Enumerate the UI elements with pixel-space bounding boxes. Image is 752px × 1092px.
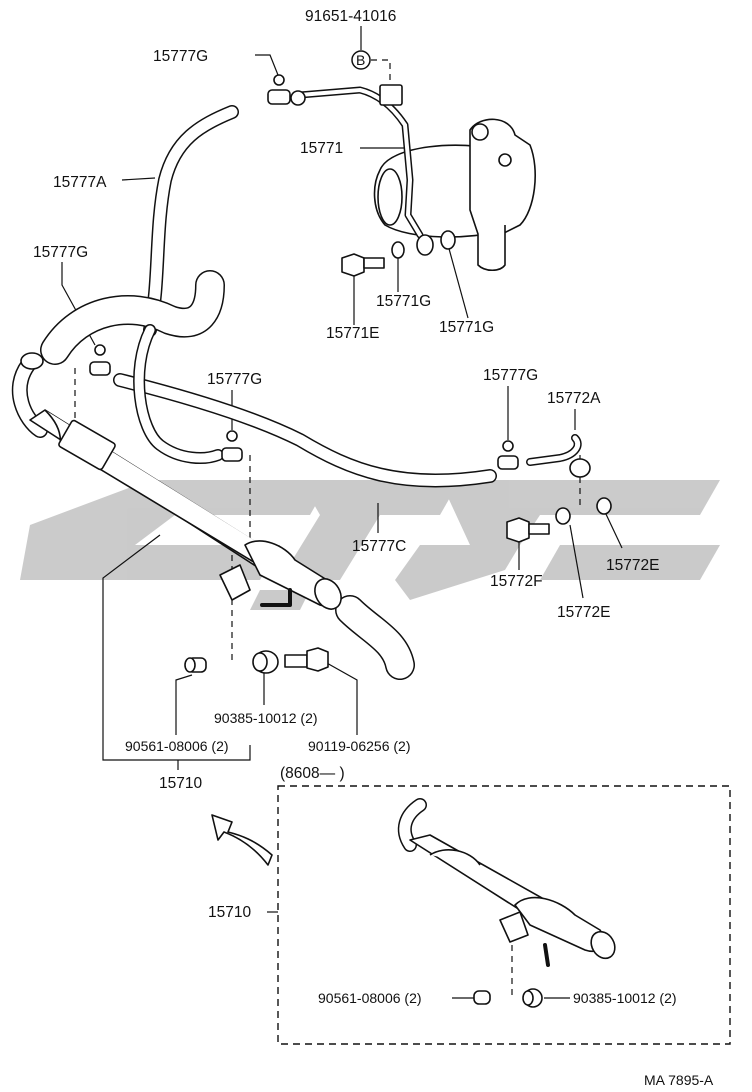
washer-15771g-1	[391, 241, 405, 259]
bolt-90119	[284, 647, 329, 672]
washer-15771g-3	[440, 230, 456, 250]
collar-90385	[252, 650, 279, 674]
washer-15772e-2	[596, 497, 612, 515]
label-washer-e-2: 15772E	[557, 604, 610, 621]
inset-box	[267, 785, 731, 1045]
oil-cooler-15710	[29, 409, 342, 610]
hose-15777a	[143, 105, 239, 337]
label-hose-c: 15777C	[352, 538, 406, 555]
clamp-15777g-left	[89, 344, 111, 376]
label-clamp-g-left: 15777G	[33, 244, 88, 261]
label-clamp-g-right: 15777G	[483, 367, 538, 384]
clamp-15777g-top	[267, 74, 306, 106]
label-pump: 15771	[300, 140, 343, 157]
label-washer-e-1: 15772E	[606, 557, 659, 574]
label-inset-cooler: 15710	[208, 904, 251, 921]
hose-loop	[133, 324, 224, 464]
hose-15777c	[113, 373, 497, 488]
hose-intake	[40, 270, 225, 365]
clamp-15777g-right	[497, 440, 519, 470]
label-top-bolt: 91651-41016	[305, 8, 396, 25]
bolt-15772f	[506, 517, 550, 543]
hose-left-return	[11, 352, 48, 438]
label-inset-collar: 90385-10012 (2)	[573, 990, 677, 1006]
label-diagram-code: MA 7895-A	[644, 1072, 714, 1088]
label-grommet-collar: 90385-10012 (2)	[214, 710, 318, 726]
label-cooler: 15710	[159, 775, 202, 792]
clamp-15777g-mid	[221, 430, 243, 462]
inset-arrow	[211, 814, 273, 866]
label-clamp-g-top: 15777G	[153, 48, 208, 65]
label-clamp-g-mid: 15777G	[207, 371, 262, 388]
label-pipe-a: 15772A	[547, 390, 601, 407]
hose-outlet-elbow	[335, 595, 415, 680]
label-inset-date: (8608— )	[280, 765, 345, 782]
circle-b-marker	[351, 50, 371, 70]
label-bolt-f: 15772F	[490, 573, 543, 590]
label-bushing: 90561-08006 (2)	[125, 738, 229, 754]
label-hose-a: 15777A	[53, 174, 107, 191]
label-inset-bushing: 90561-08006 (2)	[318, 990, 422, 1006]
pump-return-pipe	[296, 84, 424, 239]
bushing-90561	[184, 657, 207, 673]
label-bolt-e: 15771E	[326, 325, 379, 342]
label-washer-g-2: 15771G	[439, 319, 494, 336]
label-bolt: 90119-06256 (2)	[308, 738, 410, 754]
label-circle-b: B	[356, 52, 365, 68]
bolt-15771e	[341, 253, 385, 277]
label-washer-g-1: 15771G	[376, 293, 431, 310]
pipe-15772a	[526, 434, 591, 478]
washer-15772e-1	[555, 507, 571, 525]
washer-15771g-2	[416, 234, 434, 256]
